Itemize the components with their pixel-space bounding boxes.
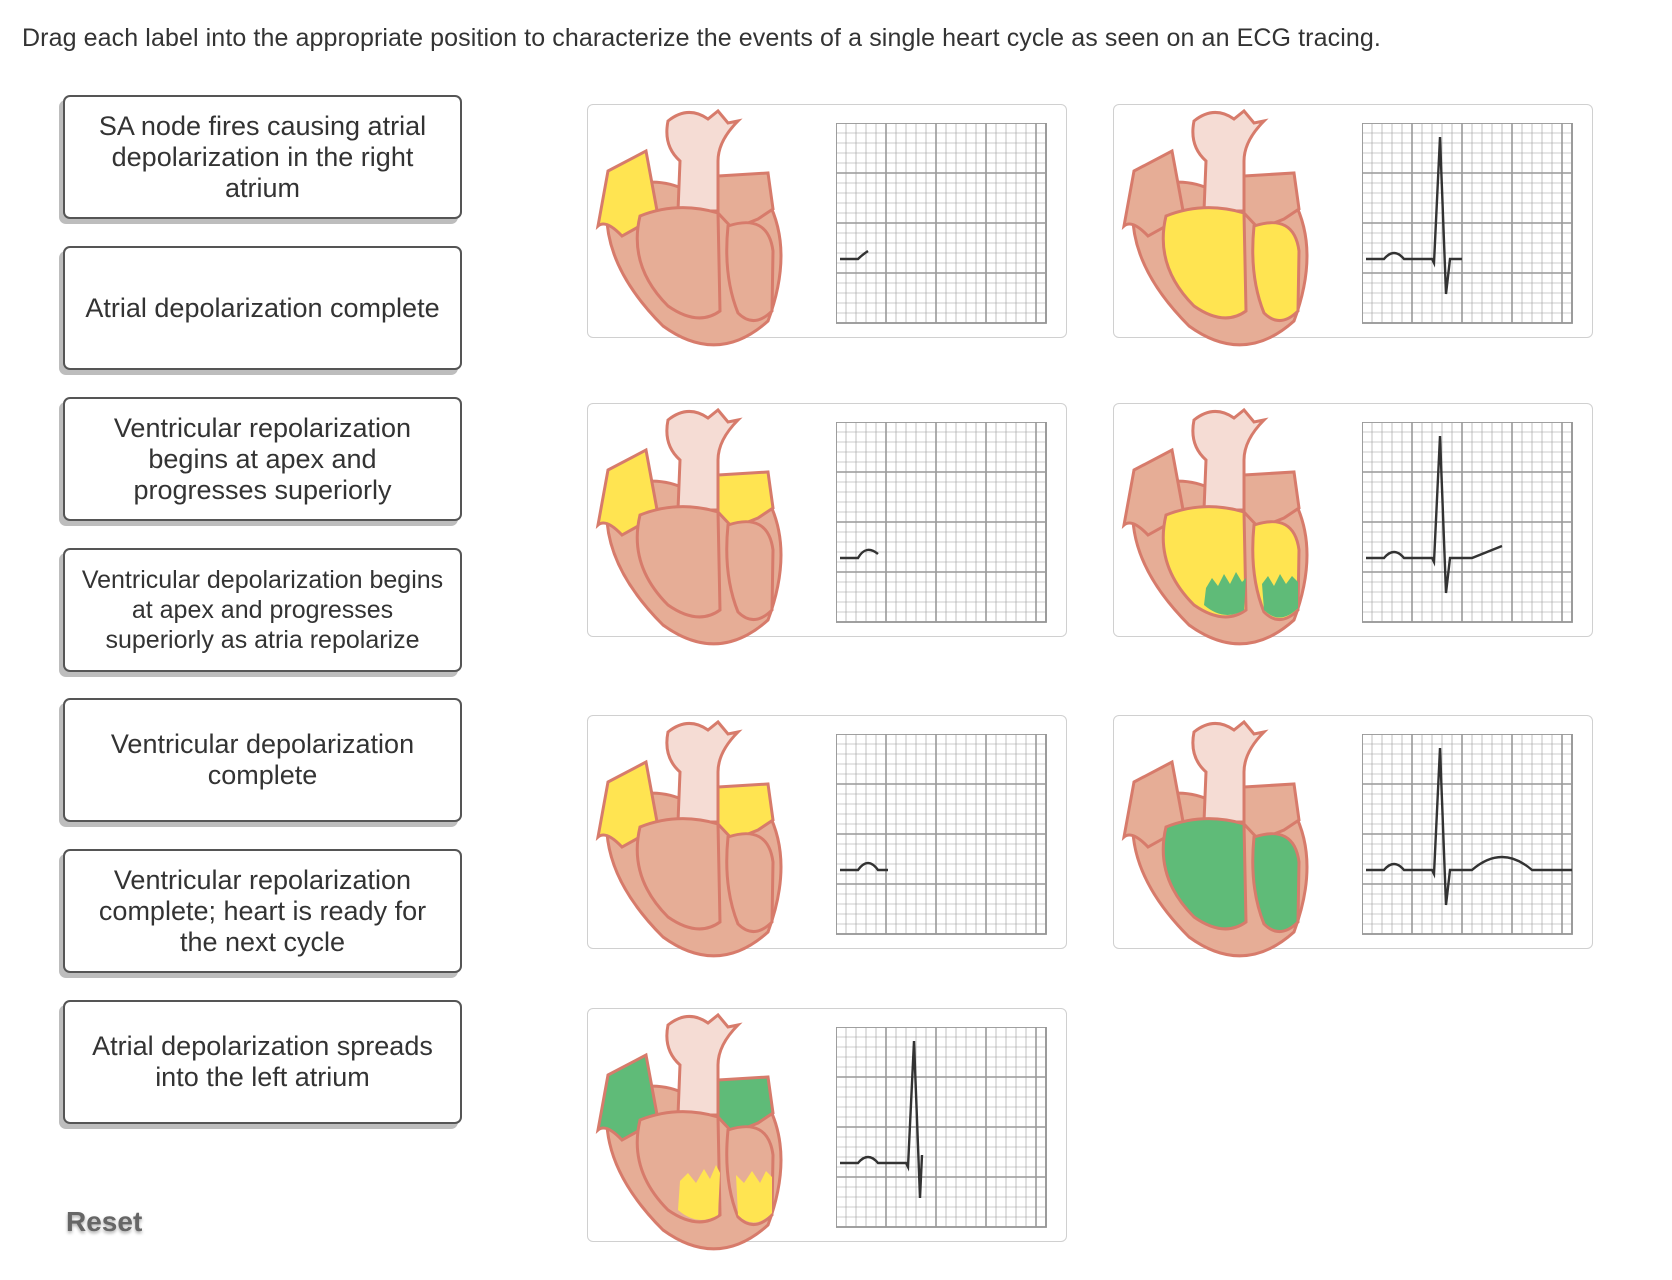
ecg-trace <box>1366 435 1503 594</box>
ecg-trace <box>840 861 888 872</box>
heart-diagram <box>1121 719 1309 958</box>
heart-diagram <box>1121 407 1309 646</box>
reset-button[interactable]: Reset <box>66 1206 143 1237</box>
ecg-grid <box>1362 123 1573 324</box>
drag-label-ventricular-depolarization-begins[interactable]: Ventricular depolarization begins at ape… <box>63 548 462 672</box>
ecg-trace <box>1366 747 1572 906</box>
instructions-text: Drag each label into the appropriate pos… <box>22 24 1381 52</box>
ecg-trace <box>1366 136 1462 295</box>
ecg-trace <box>840 250 869 261</box>
drag-label-ventricular-repolarization-begins[interactable]: Ventricular repolarization begins at ape… <box>63 397 462 521</box>
drop-target-panel-2[interactable] <box>1113 104 1593 347</box>
ecg-grid <box>836 734 1047 935</box>
ecg-grid <box>836 422 1047 623</box>
drag-label-text: Atrial depolarization complete <box>85 292 440 323</box>
drag-label-text: Ventricular repolarization begins at ape… <box>113 412 412 505</box>
drag-label-text: Ventricular depolarization complete <box>110 729 415 790</box>
drop-target-panel-5[interactable] <box>587 715 1067 958</box>
drop-target-panel-4[interactable] <box>1113 403 1593 646</box>
heart-diagram <box>595 407 783 646</box>
ecg-grid <box>1362 734 1573 935</box>
ecg-grid <box>836 1027 1047 1228</box>
drop-target-panel-6[interactable] <box>1113 715 1593 958</box>
drag-label-text: Ventricular depolarization begins at ape… <box>81 566 444 654</box>
drop-target-panel-7[interactable] <box>587 1008 1067 1251</box>
drag-label-atrial-spreads[interactable]: Atrial depolarization spreads into the l… <box>63 1000 462 1124</box>
drag-label-text: Atrial depolarization spreads into the l… <box>92 1031 433 1092</box>
heart-diagram <box>595 719 783 958</box>
heart-diagram <box>1121 108 1309 347</box>
ecg-trace <box>840 548 879 560</box>
drag-label-ventricular-repolarization-complete[interactable]: Ventricular repolarization complete; hea… <box>63 849 462 973</box>
drop-target-panel-3[interactable] <box>587 403 1067 646</box>
ecg-trace <box>840 1040 924 1199</box>
drag-label-sa-node[interactable]: SA node fires causing atrial depolarizat… <box>63 95 462 219</box>
heart-diagram <box>595 108 783 347</box>
drag-label-atrial-complete[interactable]: Atrial depolarization complete <box>63 246 462 370</box>
drop-target-panel-1[interactable] <box>587 104 1067 347</box>
drag-label-text: SA node fires causing atrial depolarizat… <box>98 110 427 203</box>
ecg-grid <box>836 123 1047 324</box>
drag-label-text: Ventricular repolarization complete; hea… <box>98 864 427 957</box>
drag-label-ventricular-depolarization-complete[interactable]: Ventricular depolarization complete <box>63 698 462 822</box>
heart-diagram <box>595 1012 783 1251</box>
ecg-grid <box>1362 422 1573 623</box>
